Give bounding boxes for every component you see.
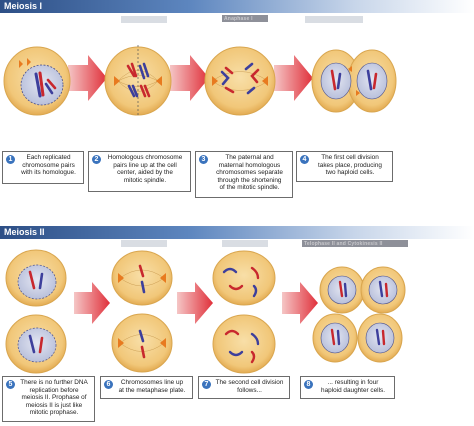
step-4-caption: 4 The first cell division takes place, p… [296, 151, 393, 182]
arrow-5 [74, 282, 110, 324]
step-1-caption: 1 Each replicated chromosome pairs with … [2, 151, 84, 184]
anaphase-1-label: Anaphase I [222, 15, 268, 22]
cell-telophase-1 [311, 49, 397, 113]
step-3-caption: 3 The paternal and maternal homologous c… [195, 151, 293, 198]
meiosis-1-banner: Meiosis I [0, 0, 474, 13]
step-8-caption: 8 ... resulting in four haploid daughter… [300, 376, 395, 399]
step-4-text: The first cell division takes place, pro… [318, 154, 382, 177]
step-6-text: Chromosomes line up at the metaphase pla… [118, 379, 186, 394]
cell-metaphase-2 [111, 250, 173, 373]
arrow-7 [282, 282, 318, 324]
step-3-text: The paternal and maternal homologous chr… [216, 154, 283, 192]
cell-telophase-2 [312, 266, 406, 363]
arrow-2 [170, 55, 209, 101]
step-4-badge: 4 [300, 155, 309, 164]
stage-label-placeholder [121, 240, 167, 247]
meiosis-2-banner: Meiosis II [0, 226, 474, 239]
step-5-badge: 5 [6, 380, 15, 389]
cell-anaphase-1 [204, 46, 276, 116]
cell-anaphase-2 [212, 250, 276, 374]
step-5-text: There is no further DNA replication befo… [20, 379, 88, 417]
stage-label-placeholder [222, 240, 268, 247]
step-7-caption: 7 The second cell division follows... [198, 376, 290, 399]
meiosis-2-title: Meiosis II [4, 227, 45, 237]
cell-metaphase-1 [104, 45, 172, 117]
cell-prophase-1 [3, 46, 71, 116]
stage-label-placeholder [121, 16, 167, 23]
step-2-badge: 2 [92, 155, 101, 164]
step-6-badge: 6 [104, 380, 113, 389]
cell-prophase-2 [5, 249, 67, 374]
step-8-badge: 8 [304, 380, 313, 389]
step-5-caption: 5 There is no further DNA replication be… [2, 376, 95, 422]
step-2-text: Homologous chromosome pairs line up at t… [107, 154, 183, 184]
telophase-2-label: Telophase II and Cytokinesis II [302, 240, 408, 247]
stage-label-placeholder [305, 16, 363, 23]
arrow-3 [274, 55, 313, 101]
step-2-caption: 2 Homologous chromosome pairs line up at… [88, 151, 191, 192]
step-1-text: Each replicated chromosome pairs with it… [21, 154, 76, 177]
step-1-badge: 1 [6, 155, 15, 164]
step-7-badge: 7 [202, 380, 211, 389]
step-8-text: ... resulting in four haploid daughter c… [321, 379, 385, 394]
arrow-1 [68, 55, 107, 101]
arrow-6 [177, 282, 213, 324]
step-6-caption: 6 Chromosomes line up at the metaphase p… [100, 376, 193, 399]
step-7-text: The second cell division follows... [215, 379, 284, 394]
meiosis-1-title: Meiosis I [4, 1, 43, 11]
step-3-badge: 3 [199, 155, 208, 164]
